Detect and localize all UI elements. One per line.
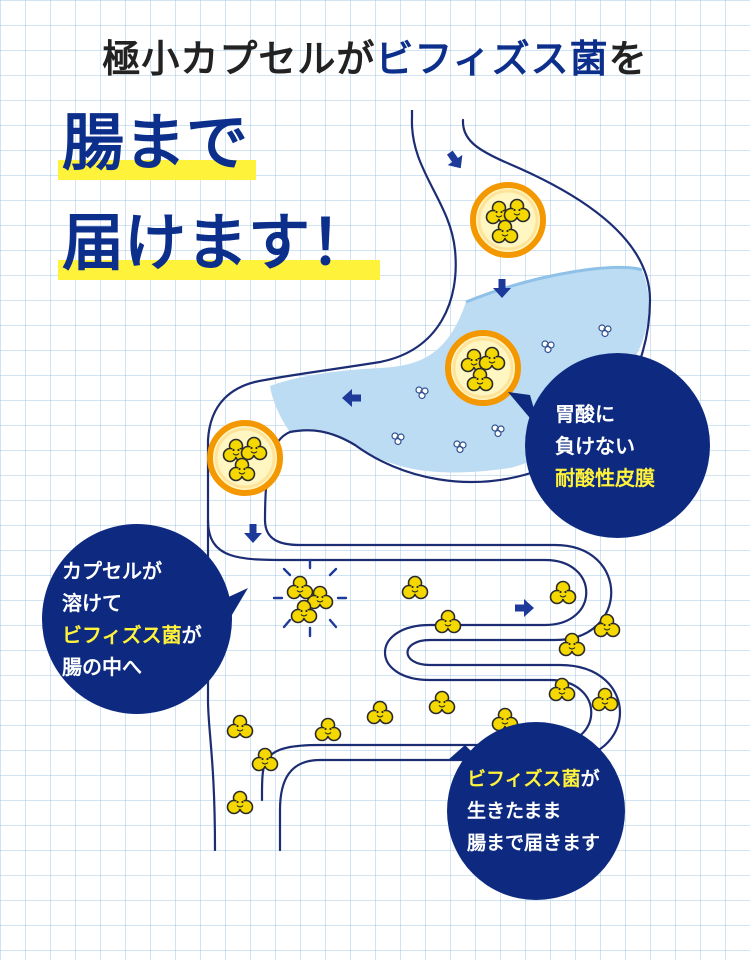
bubble-highlight: ビフィズス菌 (62, 623, 182, 647)
bubble-line: カプセルが (62, 559, 162, 583)
acid-resistant-bubble: 胃酸に 負けない 耐酸性皮膜 (525, 353, 710, 538)
bubble-line: 生きたまま (467, 800, 562, 822)
stomach-inner-wall (206, 116, 457, 442)
title-line-1-text: 腸まで (62, 106, 249, 179)
bacteria-icon (593, 613, 621, 638)
capsule-melt-bubble: カプセルが 溶けて ビフィズス菌が 腸の中へ (42, 524, 232, 714)
bacteria-icon (548, 677, 576, 702)
bubble-highlight: 耐酸性皮膜 (555, 465, 655, 490)
bacteria-icon (226, 714, 254, 739)
capsule-icon (473, 185, 543, 255)
intestine-lower (260, 558, 593, 802)
title-line-1: 腸まで (58, 112, 257, 180)
reach-intestine-bubble: ビフィズス菌が 生きたまま 腸まで届きます (447, 722, 625, 900)
capsule-icon (210, 423, 280, 493)
bacteria-icon (549, 580, 577, 605)
arrow-icon (244, 524, 262, 543)
intestine-outer (206, 518, 217, 852)
headline-intro: 極小カプセルが (102, 37, 376, 81)
bubble-line: 溶けて (62, 591, 122, 615)
bacteria-icon (428, 690, 456, 715)
capsule-icon (448, 333, 518, 403)
bacteria-icon (401, 575, 429, 600)
intestine-upper (278, 543, 622, 852)
headline-suffix: を (608, 37, 648, 81)
title-line-2-text: 届けます！ (62, 206, 373, 279)
title-line-2: 届けます！ (58, 212, 381, 280)
headline: 極小カプセルがビフィズス菌を (0, 28, 750, 83)
bubble-line: 負けない (555, 433, 635, 458)
burst-icon (272, 558, 348, 638)
arrow-icon (515, 599, 534, 617)
bacteria-icon (434, 609, 462, 634)
bacteria-icon (366, 700, 394, 725)
bacteria-icon (558, 632, 586, 657)
bubble-line: が (181, 623, 202, 647)
bacteria-icon (226, 790, 254, 815)
arrow-icon (442, 147, 469, 174)
bubble-line: 腸の中へ (62, 655, 142, 679)
bubble-line: 腸まで届きます (467, 832, 601, 854)
bubble-line: 胃酸に (555, 401, 615, 426)
bubble-highlight: ビフィズス菌 (467, 768, 581, 790)
bacteria-icon (286, 575, 314, 600)
headline-accent: ビフィズス菌 (375, 37, 609, 81)
bacteria-icon (314, 717, 342, 742)
bubble-line: が (580, 768, 600, 790)
